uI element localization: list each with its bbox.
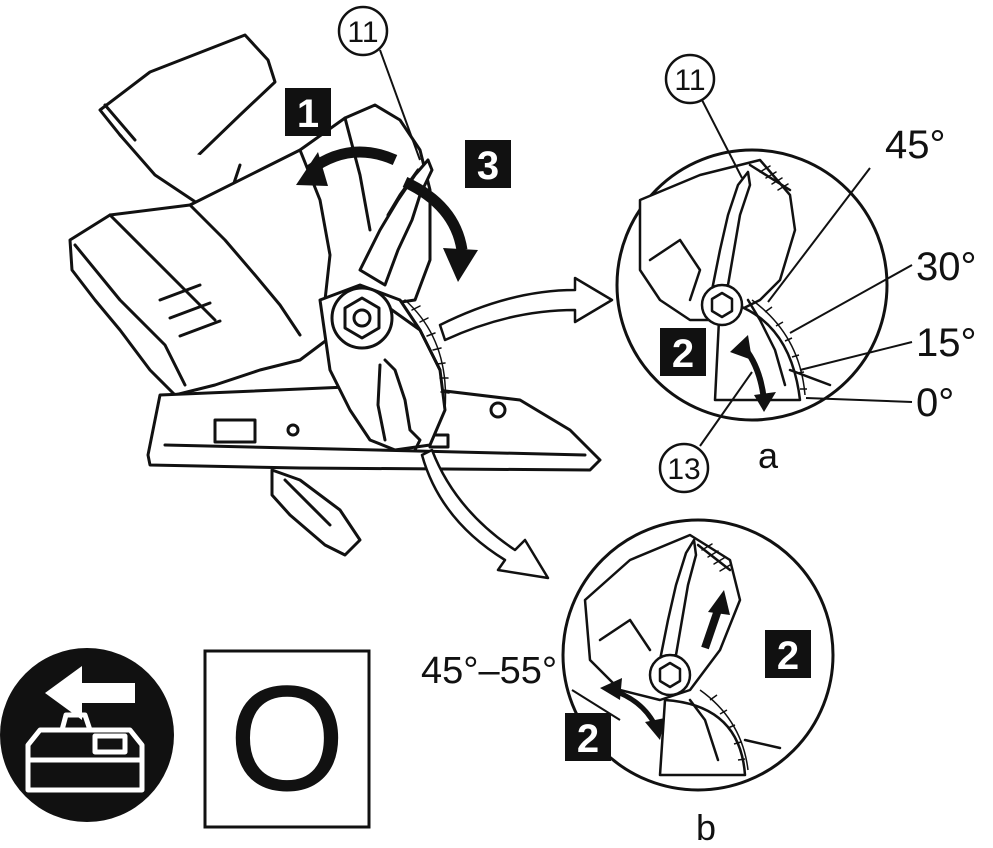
rotate-arrow	[402, 177, 478, 282]
detail-b: 2 2 45°–55° b	[421, 518, 835, 848]
tilt-arrow	[296, 146, 398, 186]
detail-letter-b: b	[696, 807, 716, 848]
step-2-box-b-right: 2	[765, 630, 811, 678]
angle-label-0: 0°	[916, 381, 954, 425]
part-number: 11	[347, 16, 378, 49]
step-number: 3	[477, 144, 499, 188]
battery-removal-icon	[0, 648, 174, 822]
part-callout-main: 11	[337, 5, 421, 161]
part-number: 13	[667, 453, 700, 486]
step-number: 2	[672, 332, 694, 376]
step-number: 2	[777, 634, 799, 678]
step-2-box-a: 2	[660, 328, 706, 376]
angle-label-45: 45°	[885, 123, 946, 167]
step-2-box-b-left: 2	[565, 713, 611, 761]
angle-label-15: 15°	[916, 321, 977, 365]
switch-off-symbol: O	[203, 649, 371, 829]
step-number: 2	[577, 717, 599, 761]
angle-label-30: 30°	[916, 245, 977, 289]
circular-saw-illustration	[68, 33, 602, 557]
step-3-box: 3	[465, 140, 511, 188]
angle-range-label: 45°–55°	[421, 650, 557, 692]
detail-a-pointer	[438, 276, 614, 342]
detail-letter-a: a	[758, 435, 779, 476]
part-number: 11	[674, 64, 705, 97]
detail-b-pointer	[420, 448, 550, 580]
status-letter: O	[229, 654, 346, 822]
detail-a: 11 13 2 45° 30° 15° 0° a	[615, 53, 977, 494]
step-number: 1	[297, 92, 319, 136]
step-1-box: 1	[285, 88, 331, 136]
